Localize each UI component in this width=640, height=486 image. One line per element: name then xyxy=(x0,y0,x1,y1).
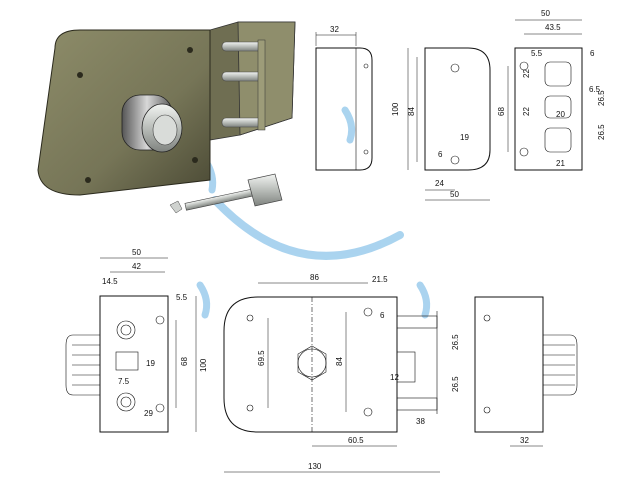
bottom-middle-front-view: 86 21.5 6 69.5 84 26.5 26.5 12 38 60.5 1… xyxy=(223,273,460,473)
dimension-label: 5.5 xyxy=(176,293,188,302)
dimension-label: 26.5 xyxy=(597,124,606,140)
dimension-label: 26.5 xyxy=(451,376,460,392)
dimension-label: 50 xyxy=(450,190,459,199)
screw-hole-icon xyxy=(246,314,254,322)
dimension-label: 6 xyxy=(380,311,385,320)
dimension-label: 6 xyxy=(590,49,595,58)
dimension-label: 50 xyxy=(541,9,550,18)
dimension-label: 22 xyxy=(522,69,531,78)
dimension-label: 68 xyxy=(497,107,506,116)
screw-hole-icon xyxy=(363,307,373,317)
dimension-label: 5.5 xyxy=(531,49,543,58)
dimension-label: 20 xyxy=(556,110,565,119)
latch xyxy=(396,351,416,383)
screw-hole-icon xyxy=(246,404,254,412)
top-right-back-view: 50 43.5 5.5 6 22 6.5 26.5 22 20 26.5 21 … xyxy=(497,9,606,171)
dimension-label: 6 xyxy=(438,150,443,159)
dimension-label: 19 xyxy=(460,133,469,142)
screw-hole-icon xyxy=(363,63,369,69)
dimension-label: 130 xyxy=(308,462,322,471)
screw-hole-icon xyxy=(77,72,83,78)
dimension-label: 100 xyxy=(199,358,208,372)
dimension-label: 43.5 xyxy=(545,23,561,32)
dimension-label: 32 xyxy=(330,25,339,34)
top-middle-front-view: 100 84 19 6 24 50 xyxy=(391,47,491,201)
dimension-label: 42 xyxy=(132,262,141,271)
screw-hole-icon xyxy=(155,403,165,413)
dimension-label: 6.5 xyxy=(589,85,601,94)
dimension-label: 84 xyxy=(407,107,416,116)
dimension-label: 84 xyxy=(335,357,344,366)
dimension-label: 86 xyxy=(310,273,319,282)
dimension-label: 24 xyxy=(435,179,444,188)
key-icon xyxy=(169,173,283,214)
dimension-label: 100 xyxy=(391,102,400,116)
screw-hole-icon xyxy=(363,149,369,155)
dimension-label: 60.5 xyxy=(348,436,364,445)
dimension-label: 12 xyxy=(390,373,399,382)
dimension-label: 21.5 xyxy=(372,275,388,284)
dimension-label: 14.5 xyxy=(102,277,118,286)
dimension-label: 22 xyxy=(522,107,531,116)
lock-3d-illustration xyxy=(37,21,296,196)
screw-hole-icon xyxy=(155,315,165,325)
dimension-label: 26.5 xyxy=(451,334,460,350)
screw-hole-icon xyxy=(483,314,491,322)
cylinder-hole-icon xyxy=(116,320,136,340)
top-left-side-view: 32 xyxy=(315,25,373,171)
bottom-right-side-view: 32 xyxy=(474,296,578,447)
screw-hole-icon xyxy=(519,61,529,71)
dimension-label: 26.5 xyxy=(597,90,606,106)
dimension-label: 32 xyxy=(520,436,529,445)
cylinder-hex-icon xyxy=(297,345,327,381)
dimension-label: 29 xyxy=(144,409,153,418)
dimension-label: 50 xyxy=(132,248,141,257)
screw-hole-icon xyxy=(187,47,193,53)
dimension-label: 7.5 xyxy=(118,377,130,386)
screw-hole-icon xyxy=(363,407,373,417)
screw-hole-icon xyxy=(483,406,491,414)
bolt xyxy=(396,315,438,329)
screw-hole-icon xyxy=(519,147,529,157)
dimension-label: 38 xyxy=(416,417,425,426)
cylinder-hole-icon xyxy=(116,392,136,412)
bottom-left-side-view: 50 42 14.5 5.5 19 7.5 68 100 29 xyxy=(65,248,208,433)
screw-hole-icon xyxy=(85,177,91,183)
bolt xyxy=(396,397,438,411)
dimension-label: 21 xyxy=(556,159,565,168)
screw-hole-icon xyxy=(192,157,198,163)
dimension-label: 69.5 xyxy=(257,350,266,366)
dimension-label: 19 xyxy=(146,359,155,368)
screw-hole-icon xyxy=(450,155,460,165)
dimension-label: 68 xyxy=(180,357,189,366)
screw-hole-icon xyxy=(450,63,460,73)
watermark-logo xyxy=(196,106,431,319)
